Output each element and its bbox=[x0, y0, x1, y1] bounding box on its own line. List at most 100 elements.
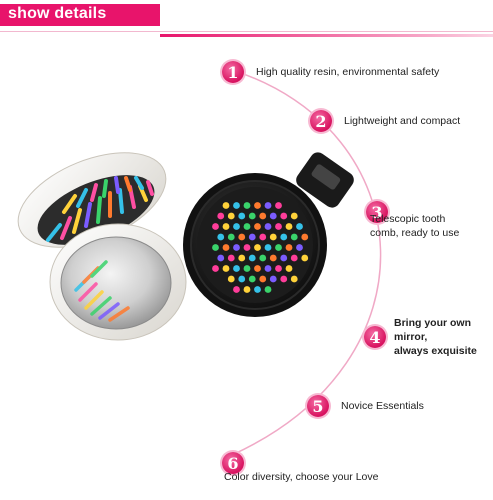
bristle-dot bbox=[280, 233, 288, 241]
bristle-dot bbox=[275, 223, 282, 230]
bristle-dot bbox=[233, 286, 240, 293]
bristle-dot bbox=[290, 212, 298, 220]
bristle-dot bbox=[254, 202, 261, 209]
feature-number-badge: 3 bbox=[366, 201, 388, 223]
bristle-dot bbox=[243, 202, 251, 209]
bristle-dot bbox=[296, 244, 303, 251]
bristle-dot bbox=[243, 223, 251, 230]
feature-number-badge: 6 bbox=[222, 452, 244, 474]
feature-5: 5 Novice Essentials bbox=[307, 395, 424, 417]
feature-number-badge: 2 bbox=[310, 110, 332, 132]
bristle-dot bbox=[212, 265, 219, 272]
bristle-dot bbox=[248, 254, 256, 262]
bristle-dot bbox=[238, 212, 246, 220]
feature-3: 3 Telescopic tooth comb, ready to use bbox=[366, 184, 459, 240]
bristle-dot bbox=[233, 202, 240, 209]
feature-number-badge: 5 bbox=[307, 395, 329, 417]
bristle-dot bbox=[217, 233, 225, 241]
feature-2: 2 Lightweight and compact bbox=[310, 110, 460, 132]
bristle-dot bbox=[233, 265, 240, 272]
feature-text: Lightweight and compact bbox=[344, 115, 461, 127]
bristle-dot bbox=[290, 275, 298, 283]
bristle-dot bbox=[259, 233, 267, 241]
bristle-dot bbox=[285, 223, 293, 230]
bristle-dot bbox=[248, 233, 256, 241]
header-divider bbox=[160, 34, 493, 37]
bristle-dot bbox=[269, 212, 277, 220]
bristle-dot bbox=[254, 265, 261, 272]
header-divider-thin bbox=[0, 31, 493, 32]
bristle-dot bbox=[227, 275, 235, 283]
bristle-dot bbox=[254, 244, 261, 251]
bristle-dot bbox=[259, 275, 267, 283]
bristle-dot bbox=[238, 254, 246, 262]
feature-text-block: Bring your own mirror, always exquisite bbox=[394, 316, 493, 358]
bristle-dot bbox=[301, 233, 309, 241]
bristle-dot bbox=[238, 275, 246, 283]
bristle-dot bbox=[280, 275, 288, 283]
closed-brush-photo bbox=[183, 152, 354, 317]
bristle-dot bbox=[264, 223, 272, 230]
bristle-dot bbox=[275, 265, 282, 272]
bristle-dot bbox=[275, 244, 282, 251]
bristle-dot bbox=[264, 244, 272, 251]
bristle-dot bbox=[264, 202, 272, 209]
bristle-dot bbox=[264, 286, 272, 293]
feature-1: 1 High quality resin, environmental safe… bbox=[222, 61, 439, 83]
bristle-dot bbox=[227, 233, 235, 241]
bristle-dot bbox=[243, 244, 251, 251]
feature-number-badge: 1 bbox=[222, 61, 244, 83]
bristle-dot bbox=[248, 212, 256, 220]
bristle-dot bbox=[227, 254, 235, 262]
bristle-dot bbox=[301, 254, 309, 262]
bristle-dot bbox=[280, 212, 288, 220]
bristle-dot bbox=[217, 212, 225, 220]
header-title-bar bbox=[0, 4, 160, 26]
bristle-dot bbox=[222, 244, 230, 251]
feature-text: Color diversity, choose your Love bbox=[224, 471, 379, 483]
feature-number-badge: 4 bbox=[364, 326, 386, 348]
bristle-dot bbox=[264, 265, 272, 272]
header: show details bbox=[0, 0, 493, 40]
bristle-dot bbox=[254, 223, 261, 230]
bristle-dot bbox=[217, 254, 225, 262]
bristle-dot bbox=[243, 286, 251, 293]
bristle-dot bbox=[296, 223, 303, 230]
feature-text-line-2: always exquisite bbox=[394, 345, 477, 357]
feature-6: 6 Color diversity, choose your Love bbox=[222, 442, 378, 484]
bristle-dot bbox=[285, 244, 293, 251]
open-brush-mirror-photo bbox=[17, 152, 187, 341]
bristle-dot bbox=[222, 223, 230, 230]
bristle-dot bbox=[259, 212, 267, 220]
bristle-dot bbox=[222, 265, 230, 272]
bristle-dot bbox=[222, 202, 230, 209]
bristle-dot bbox=[243, 265, 251, 272]
feature-text: High quality resin, environmental safety bbox=[256, 66, 440, 78]
bristle-dot bbox=[212, 244, 219, 251]
bristle-dot bbox=[290, 233, 298, 241]
feature-text-line-1: Telescopic tooth bbox=[370, 213, 446, 225]
bristle-dot bbox=[238, 233, 246, 241]
decorative-arc bbox=[231, 69, 382, 456]
bristle-dot bbox=[269, 233, 277, 241]
bristle-dot bbox=[227, 212, 235, 220]
bristle-dot bbox=[212, 223, 219, 230]
bristle-dot bbox=[275, 202, 282, 209]
bristle-dot bbox=[233, 244, 240, 251]
feature-text: Novice Essentials bbox=[341, 400, 424, 412]
bristle-dot bbox=[259, 254, 267, 262]
feature-text-block: Telescopic tooth comb, ready to use bbox=[370, 212, 459, 240]
feature-text-line-1: Bring your own mirror, bbox=[394, 317, 471, 343]
bristle-dot bbox=[285, 265, 293, 272]
bristle-dot bbox=[254, 286, 261, 293]
page-title: show details bbox=[8, 5, 107, 22]
bristle-dot bbox=[269, 254, 277, 262]
bristle-dot bbox=[280, 254, 288, 262]
bristle-dot bbox=[269, 275, 277, 283]
bristle-dot bbox=[248, 275, 256, 283]
feature-4: 4 Bring your own mirror, always exquisit… bbox=[364, 316, 493, 358]
bristle-dots bbox=[212, 202, 309, 293]
feature-text-line-2: comb, ready to use bbox=[370, 227, 460, 239]
bristle-dot bbox=[290, 254, 298, 262]
